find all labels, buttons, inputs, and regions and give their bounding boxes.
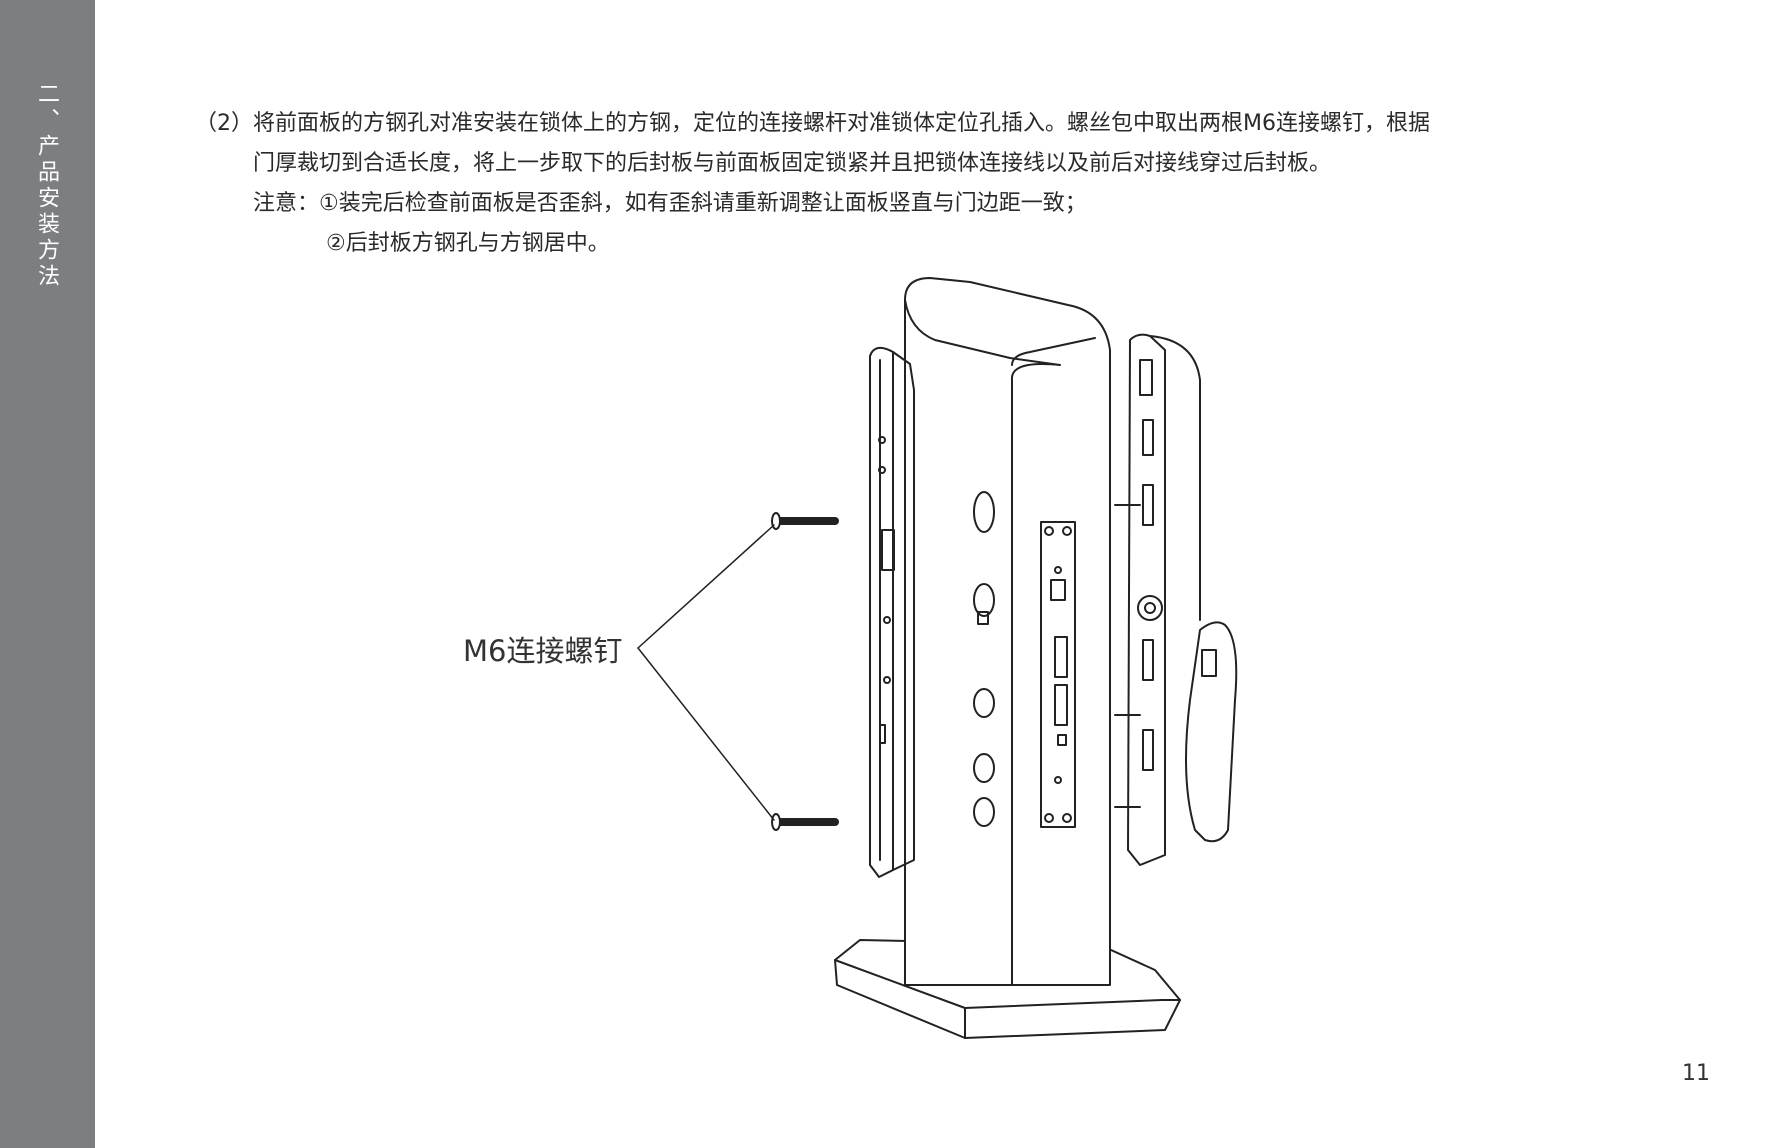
section-title: 二、产品安装方法 [34, 82, 59, 290]
rear-panel [1114, 333, 1238, 866]
door-block [904, 277, 1111, 986]
page-number: 11 [1682, 1061, 1710, 1086]
lock-body-faceplate [1040, 521, 1076, 828]
callout-leaders [637, 524, 775, 821]
door-holes [973, 491, 995, 827]
front-panel [869, 346, 915, 878]
step-line-2: 门厚裁切到合适长度，将上一步取下的后封板与前面板固定锁紧并且把锁体连接线以及前后… [253, 151, 1332, 176]
note-line-1: 注意：①装完后检查前面板是否歪斜，如有歪斜请重新调整让面板竖直与门边距一致； [253, 191, 1087, 216]
note-line-2: ②后封板方钢孔与方钢居中。 [326, 231, 610, 256]
step-line-1: （2）将前面板的方钢孔对准安装在锁体上的方钢，定位的连接螺杆对准锁体定位孔插入。… [195, 111, 1430, 136]
m6-screws [771, 512, 839, 831]
screw-callout-label: M6连接螺钉 [463, 634, 623, 668]
sidebar: 二、产品安装方法 [0, 0, 95, 1148]
instructions: （2）将前面板的方钢孔对准安装在锁体上的方钢，定位的连接螺杆对准锁体定位孔插入。… [195, 104, 1635, 264]
